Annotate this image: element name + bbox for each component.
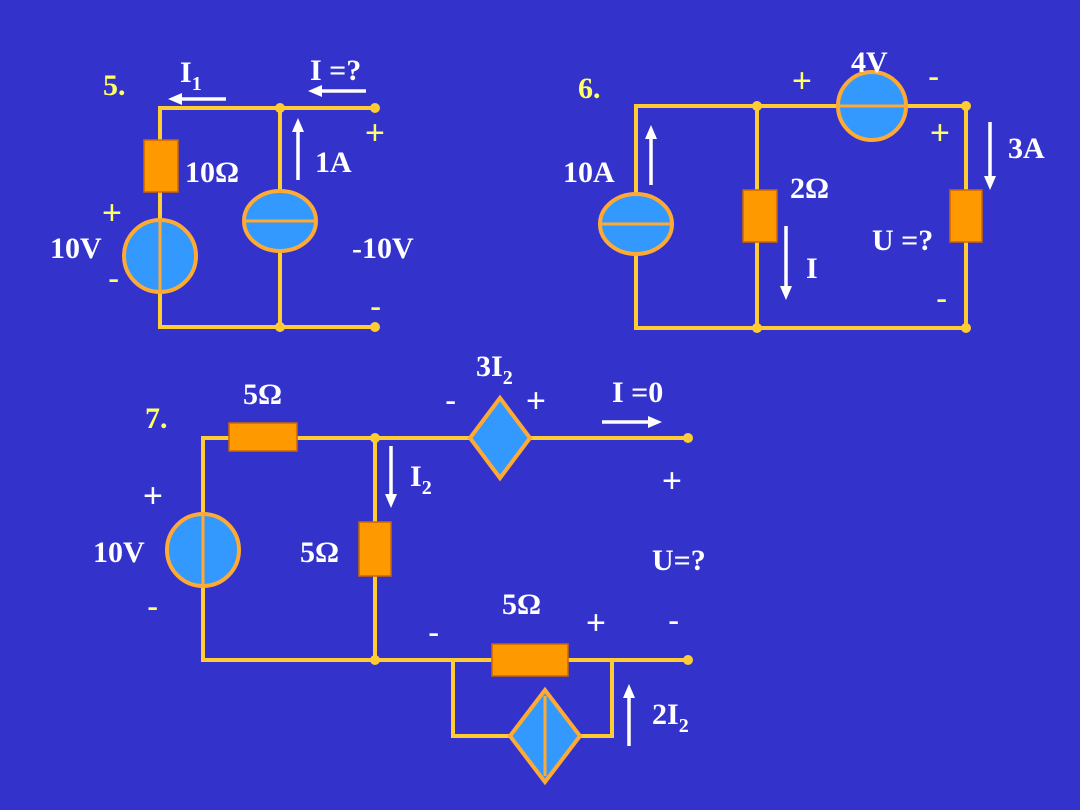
c7-problem-number: 7.	[145, 402, 168, 435]
c7-resistor-bottom	[491, 643, 569, 677]
c6-3a-arrowhead	[984, 176, 996, 190]
c6-i-label: I	[806, 252, 818, 285]
c7-terminal-bottom	[683, 655, 693, 665]
c5-terminal-top	[370, 103, 380, 113]
c5-source-plus: +	[102, 194, 122, 232]
c6-4v-plus: +	[792, 62, 812, 100]
c7-main-loop	[201, 436, 690, 662]
c7-top-resistor-label: 5Ω	[243, 378, 282, 411]
c7-output-plus: +	[662, 462, 682, 500]
c7-middle-resistor-label: 5Ω	[300, 536, 339, 569]
c7-dependent-voltage-label: 3I2	[476, 350, 513, 389]
c6-node-bottom	[752, 323, 762, 333]
circuit-6: 6. 4V + - 10A 2Ω 3A U =? I + -	[563, 46, 1045, 333]
c5-terminal-bottom	[370, 322, 380, 332]
c5-problem-number: 5.	[103, 69, 126, 102]
c6-resistor-u	[949, 189, 983, 243]
c5-output-plus: +	[365, 114, 385, 152]
c5-node-bottom	[275, 322, 285, 332]
c7-bottom-plus: +	[586, 604, 606, 642]
c7-u-question-label: U=?	[652, 544, 706, 577]
c5-top-wire	[158, 106, 377, 250]
c7-dependent-current-label: 2I2	[652, 698, 689, 737]
c5-i1-arrowhead	[168, 93, 182, 105]
c6-2ohm-label: 2Ω	[790, 172, 829, 205]
c7-source-minus: -	[147, 588, 158, 626]
c6-resistor-2ohm	[742, 189, 778, 243]
c7-2i2-arrowhead	[623, 684, 635, 698]
c7-i2-label: I2	[410, 460, 432, 499]
c7-dependent-plus: +	[526, 382, 546, 420]
c5-i-question-label: I =?	[310, 54, 361, 87]
c6-4v-minus: -	[928, 58, 939, 96]
c7-resistor-top	[228, 422, 298, 452]
c5-resistor-10ohm	[143, 139, 179, 193]
c6-outer-loop	[634, 104, 968, 330]
c6-3a-label: 3A	[1008, 132, 1045, 165]
c5-i1-label: I1	[180, 56, 202, 95]
c6-problem-number: 6.	[578, 72, 601, 105]
c7-dependent-minus: -	[445, 382, 456, 420]
c6-resistor-minus: -	[936, 280, 947, 318]
c5-i-arrowhead	[308, 85, 322, 97]
circuit-7: 7. 5Ω 3I2 - + I =0 I2 + 10V - 5Ω + U=? -…	[93, 350, 706, 786]
c5-output-voltage-label: -10V	[352, 232, 414, 265]
c7-source-voltage-label: 10V	[93, 536, 145, 569]
c5-1a-arrowhead	[292, 118, 304, 132]
c5-output-minus: -	[370, 288, 381, 326]
c7-i0-label: I =0	[612, 376, 663, 409]
c7-resistor-middle	[358, 521, 392, 577]
c7-dependent-voltage-source	[467, 394, 533, 482]
c6-10a-label: 10A	[563, 156, 615, 189]
c6-node-right-top	[961, 101, 971, 111]
c5-resistor-label: 10Ω	[185, 156, 239, 189]
c5-source-minus: -	[108, 260, 119, 298]
c5-source-voltage-label: 10V	[50, 232, 102, 265]
c6-u-question-label: U =?	[872, 224, 933, 257]
c7-i2-arrowhead	[385, 494, 397, 508]
c7-bottom-minus: -	[428, 614, 439, 652]
c5-current-label: 1A	[315, 146, 352, 179]
c6-node-right-bottom	[961, 323, 971, 333]
c6-4v-label: 4V	[851, 46, 888, 79]
c7-node-bottom	[370, 655, 380, 665]
c7-bottom-resistor-label: 5Ω	[502, 588, 541, 621]
c6-i-arrowhead	[780, 286, 792, 300]
c7-output-minus: -	[668, 602, 679, 640]
c6-node-top	[752, 101, 762, 111]
c7-source-plus: +	[143, 477, 163, 515]
c6-10a-arrowhead	[645, 125, 657, 139]
c7-node-top	[370, 433, 380, 443]
c6-resistor-plus: +	[930, 114, 950, 152]
c5-node-top	[275, 103, 285, 113]
circuit-5: 5. I1 I =? 10Ω 1A 10V -10V + - + -	[50, 54, 414, 332]
c7-terminal-top	[683, 433, 693, 443]
c7-i0-arrowhead	[648, 416, 662, 428]
